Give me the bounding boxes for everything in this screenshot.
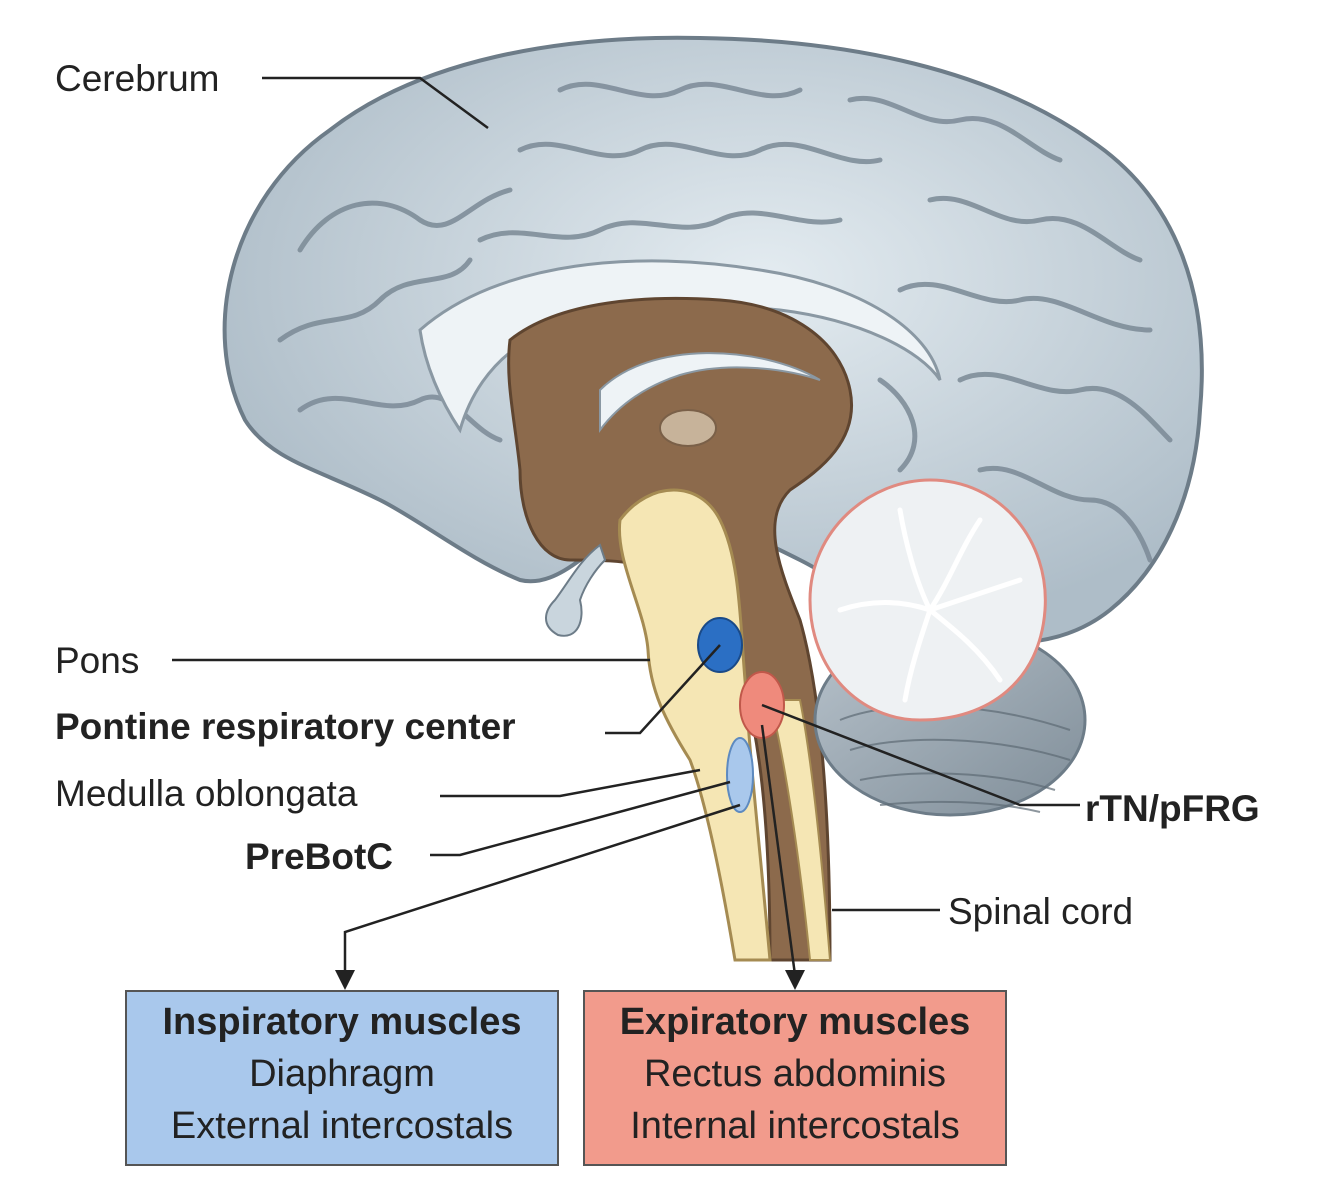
brainstem <box>617 488 772 962</box>
expiratory-item-1: Rectus abdominis <box>643 1053 947 1095</box>
arrowhead-expiratory <box>785 970 805 990</box>
expiratory-title: Expiratory muscles <box>619 1001 971 1043</box>
arbor-vitae <box>837 507 1023 703</box>
arrow-expiratory <box>760 724 797 976</box>
spinal-cord-shape <box>768 699 832 961</box>
label-rtn-pfrg: rTN/pFRG <box>1085 788 1260 829</box>
leader-prebotc <box>430 780 731 857</box>
cerebrum-gyri <box>277 81 1173 563</box>
label-prebotc: PreBotC <box>245 836 394 877</box>
inspiratory-muscles-box: Inspiratory muscles Diaphragm External i… <box>125 990 559 1166</box>
inspiratory-item-1: Diaphragm <box>249 1053 435 1095</box>
arrowhead-inspiratory <box>335 970 355 990</box>
leader-cerebrum <box>262 76 489 130</box>
leader-rtn <box>761 703 1080 807</box>
arrow-inspiratory <box>343 803 741 975</box>
label-pontine-respiratory-center: Pontine respiratory center <box>55 706 516 747</box>
leader-pontine <box>605 644 721 735</box>
label-medulla-oblongata: Medulla oblongata <box>55 773 358 814</box>
prebotc <box>726 737 754 813</box>
leader-lines <box>172 76 1080 976</box>
expiratory-muscles-box: Expiratory muscles Rectus abdominis Inte… <box>583 990 1007 1166</box>
label-pons: Pons <box>55 640 140 681</box>
thalamus <box>659 409 717 447</box>
inspiratory-item-2: External intercostals <box>170 1105 514 1147</box>
label-cerebrum: Cerebrum <box>55 58 220 99</box>
expiratory-item-2: Internal intercostals <box>630 1105 960 1147</box>
pituitary <box>545 543 607 637</box>
inspiratory-title: Inspiratory muscles <box>162 1001 522 1043</box>
fornix <box>599 352 821 433</box>
leader-medulla <box>440 768 701 798</box>
label-spinal-cord: Spinal cord <box>948 891 1134 932</box>
corpus-callosum <box>418 259 942 434</box>
diencephalon <box>507 296 853 962</box>
